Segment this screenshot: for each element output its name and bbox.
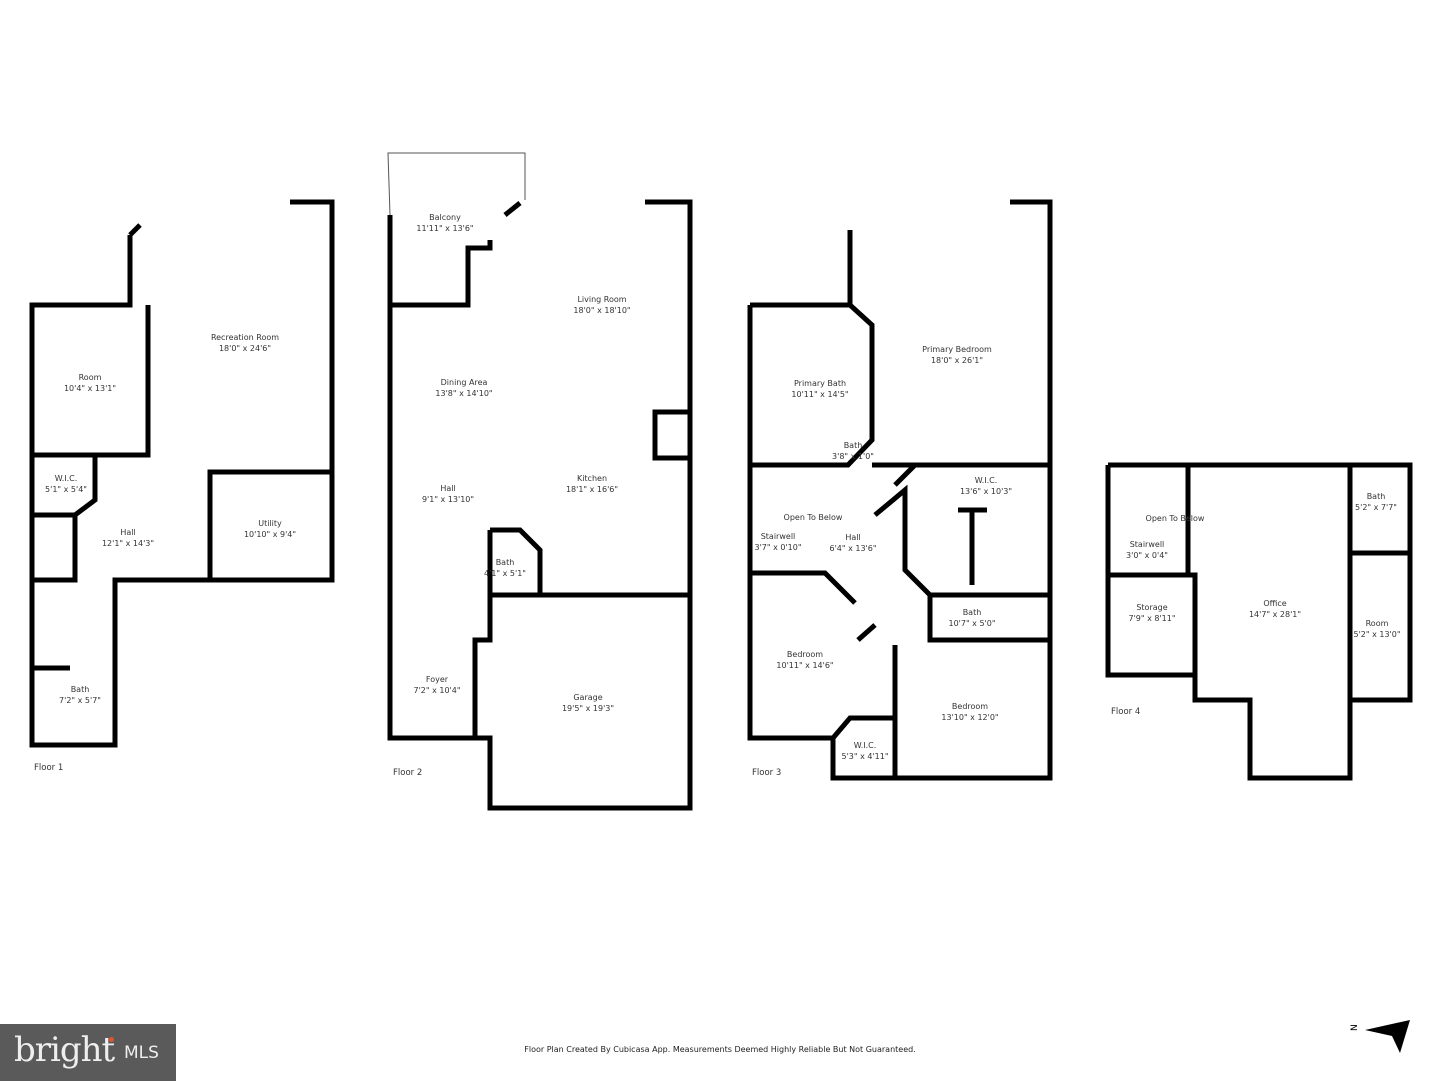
balcony-railing xyxy=(387,152,526,216)
room-name: Bath xyxy=(963,608,982,617)
wall xyxy=(873,484,1050,598)
wall xyxy=(472,530,493,738)
floor-label: Floor 3 xyxy=(752,768,781,778)
room-dimensions: 4'1" x 5'1" xyxy=(484,569,526,578)
north-arrow-icon: N xyxy=(1350,1020,1410,1053)
room-name: Bath xyxy=(1367,492,1386,501)
wall xyxy=(387,199,693,811)
room-dimensions: 5'3" x 4'11" xyxy=(841,752,888,761)
wall xyxy=(32,515,78,583)
floor-label: Floor 1 xyxy=(34,763,63,773)
room-name: Hall xyxy=(845,533,860,542)
room-name: Recreation Room xyxy=(211,333,279,342)
wall xyxy=(750,570,857,605)
room-name: Bath xyxy=(496,558,515,567)
room-name: W.I.C. xyxy=(975,476,998,485)
wall xyxy=(750,230,853,308)
room-name: Bedroom xyxy=(952,702,988,711)
wall xyxy=(831,715,895,740)
room-dimensions: 10'11" x 14'5" xyxy=(791,390,848,399)
wall xyxy=(32,455,98,518)
room-name: Primary Bath xyxy=(794,379,846,388)
room-dimensions: 18'0" x 26'1" xyxy=(931,356,983,365)
room-name: Open To Below xyxy=(1146,514,1205,523)
wall xyxy=(503,201,522,217)
room-dimensions: 5'2" x 7'7" xyxy=(1355,503,1397,512)
room-dimensions: 5'1" x 5'4" xyxy=(45,485,87,494)
wall xyxy=(29,199,335,748)
room-name: Utility xyxy=(258,519,282,528)
room-dimensions: 13'6" x 10'3" xyxy=(960,487,1012,496)
floor-label: Floor 2 xyxy=(393,768,422,778)
wall xyxy=(390,240,493,308)
room-dimensions: 12'1" x 14'3" xyxy=(102,539,154,548)
room-dimensions: 3'8" x 1'0" xyxy=(832,452,874,461)
room-name: Stairwell xyxy=(761,532,796,541)
room-name: Foyer xyxy=(426,675,449,684)
north-label: N xyxy=(1350,1024,1360,1031)
room-dimensions: 14'7" x 28'1" xyxy=(1249,610,1301,619)
wall xyxy=(872,462,1053,468)
wall xyxy=(927,595,1050,643)
room-dimensions: 11'11" x 13'6" xyxy=(416,224,473,233)
room-dimensions: 18'0" x 18'10" xyxy=(573,306,630,315)
room-dimensions: 7'2" x 10'4" xyxy=(413,686,460,695)
wall xyxy=(128,223,142,237)
room-name: W.I.C. xyxy=(854,741,877,750)
floor-label: Floor 4 xyxy=(1111,707,1140,717)
room-name: Stairwell xyxy=(1130,540,1165,549)
room-dimensions: 6'4" x 13'6" xyxy=(829,544,876,553)
wall xyxy=(490,527,543,595)
room-dimensions: 9'1" x 13'10" xyxy=(422,495,474,504)
footer-disclaimer: Floor Plan Created By Cubicasa App. Meas… xyxy=(524,1045,916,1054)
room-name: Storage xyxy=(1136,603,1167,612)
wall xyxy=(1105,462,1413,781)
room-dimensions: 7'9" x 8'11" xyxy=(1128,614,1175,623)
room-name: Living Room xyxy=(577,295,626,304)
room-dimensions: 18'0" x 24'6" xyxy=(219,344,271,353)
room-dimensions: 3'0" x 0'4" xyxy=(1126,551,1168,560)
room-dimensions: 10'7" x 5'0" xyxy=(948,619,995,628)
wall xyxy=(32,305,151,458)
room-name: Primary Bedroom xyxy=(922,345,992,354)
room-dimensions: 19'5" x 19'3" xyxy=(562,704,614,713)
room-name: Bedroom xyxy=(787,650,823,659)
room-dimensions: 3'7" x 0'10" xyxy=(754,543,801,552)
room-name: Balcony xyxy=(429,213,461,222)
room-name: Room xyxy=(79,373,102,382)
room-dimensions: 10'11" x 14'6" xyxy=(776,661,833,670)
room-dimensions: 10'4" x 13'1" xyxy=(64,384,116,393)
room-name: Garage xyxy=(573,693,602,702)
wall xyxy=(207,469,332,580)
room-name: Open To Below xyxy=(784,513,843,522)
room-name: Room xyxy=(1366,619,1389,628)
room-dimensions: 18'1" x 16'6" xyxy=(566,485,618,494)
room-name: Bath xyxy=(844,441,863,450)
room-name: Kitchen xyxy=(577,474,607,483)
room-name: Hall xyxy=(120,528,135,537)
room-name: Hall xyxy=(440,484,455,493)
room-name: W.I.C. xyxy=(55,474,78,483)
room-dimensions: 13'10" x 12'0" xyxy=(941,713,998,722)
room-name: Bath xyxy=(71,685,90,694)
wall xyxy=(856,623,877,642)
room-dimensions: 5'2" x 13'0" xyxy=(1353,630,1400,639)
room-name: Office xyxy=(1263,599,1286,608)
room-dimensions: 7'2" x 5'7" xyxy=(59,696,101,705)
room-name: Dining Area xyxy=(441,378,488,387)
wall xyxy=(893,462,935,487)
wall xyxy=(652,409,690,461)
room-dimensions: 13'8" x 14'10" xyxy=(435,389,492,398)
room-dimensions: 10'10" x 9'4" xyxy=(244,530,296,539)
wall xyxy=(750,303,875,468)
wall xyxy=(747,199,1053,781)
